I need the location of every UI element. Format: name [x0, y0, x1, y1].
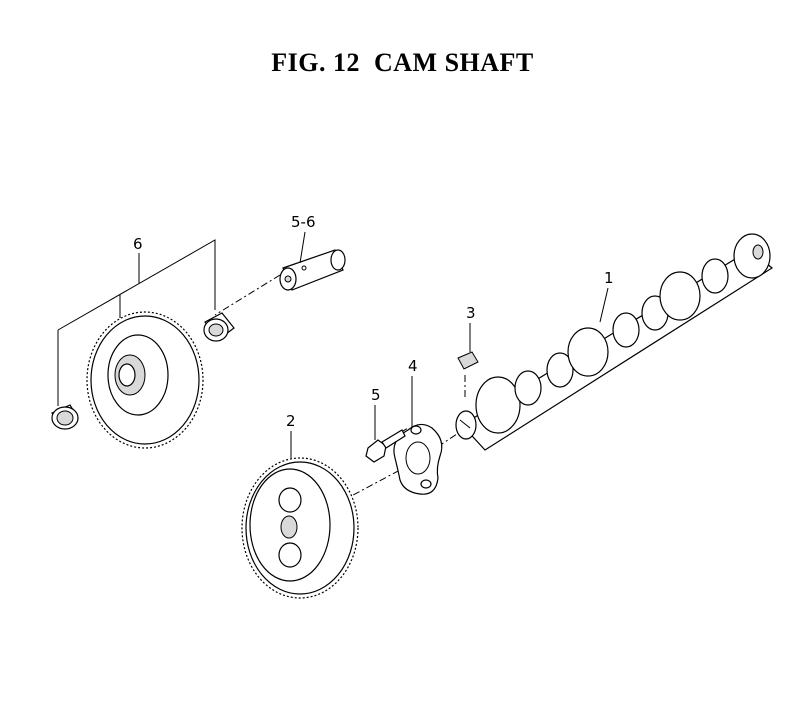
callout-5-6: 5-6	[291, 213, 316, 264]
callout-4: 4	[408, 357, 418, 428]
cam-gear	[241, 457, 359, 599]
idle-gear	[86, 311, 204, 449]
figure-title: FIG. 12 CAM SHAFT	[271, 48, 534, 77]
svg-text:6: 6	[133, 235, 143, 253]
callout-6: 6	[57, 235, 216, 406]
axis-line-idle-shaft	[214, 274, 281, 316]
callout-3: 3	[466, 304, 476, 352]
thrust-plate	[393, 423, 443, 495]
bushing-left	[51, 404, 79, 430]
idle-gear-shaft	[279, 249, 346, 291]
bushing-right	[203, 312, 235, 342]
bolt	[365, 429, 406, 463]
svg-text:5: 5	[371, 386, 381, 404]
callout-1: 1	[599, 269, 614, 323]
svg-text:2: 2	[286, 412, 296, 430]
svg-text:4: 4	[408, 357, 418, 375]
camshaft	[455, 233, 774, 451]
callout-2: 2	[286, 412, 296, 458]
callout-5: 5	[371, 386, 381, 440]
svg-text:3: 3	[466, 304, 476, 322]
woodruff-key	[457, 351, 479, 370]
svg-text:1: 1	[604, 269, 614, 287]
svg-text:5-6: 5-6	[291, 213, 316, 231]
